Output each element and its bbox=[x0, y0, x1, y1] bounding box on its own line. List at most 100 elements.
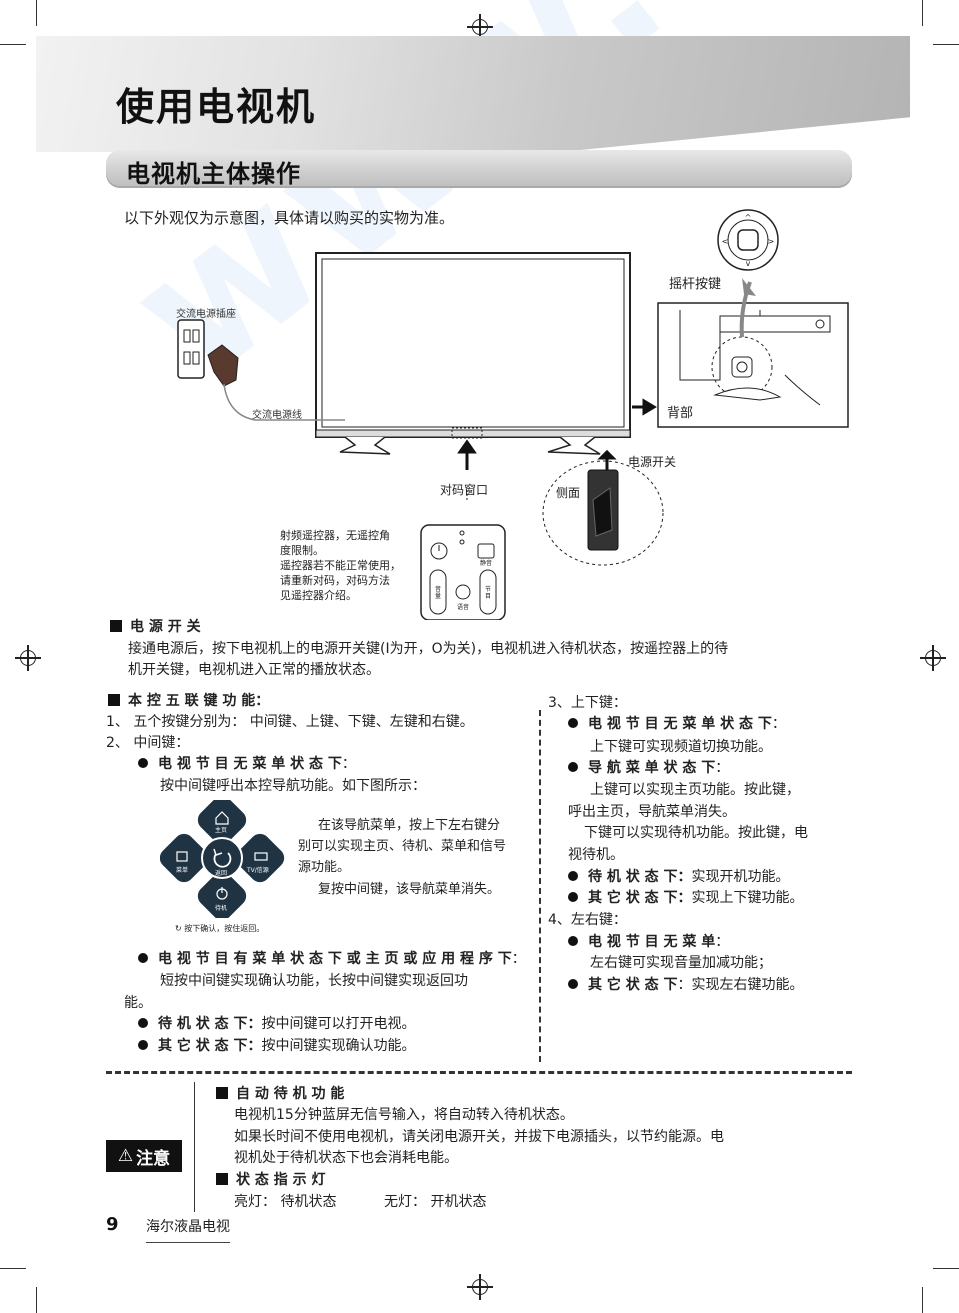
r-no-menu-row: 电 视 节 目 无 菜 单 状 态 下： bbox=[568, 713, 786, 733]
auto-standby-heading: 自 动 待 机 功 能 bbox=[216, 1083, 344, 1103]
has-menu-text-1: 短按中间键实现确认功能，长按中间键实现返回功 bbox=[160, 973, 468, 989]
nav-label-back: 返回 bbox=[215, 870, 228, 877]
menu-icon bbox=[176, 851, 188, 862]
remote-vol-label: 音量 bbox=[435, 586, 442, 600]
standby-row: 待 机 状 态 下：按中间键可以打开电视。 bbox=[138, 1013, 416, 1033]
nav-down-1: 下键可以实现待机功能。按此键，电 bbox=[584, 825, 808, 841]
bullet-icon bbox=[568, 979, 578, 989]
remote-vol-rocker bbox=[429, 569, 447, 615]
power-heading: 电 源 开 关 bbox=[110, 616, 201, 636]
nav-down-2: 视待机。 bbox=[568, 847, 624, 863]
nav-desc-2: 别可以实现主页、待机、菜单和信号 bbox=[298, 839, 507, 854]
label-pairing-window: 对码窗口 bbox=[440, 483, 489, 497]
joystick-zoom-ring bbox=[711, 336, 773, 398]
return-icon: ↻ bbox=[175, 924, 182, 933]
arrow-right-icon bbox=[632, 398, 657, 416]
bullet-icon bbox=[138, 953, 148, 963]
nav-menu-key bbox=[160, 833, 209, 883]
no-menu-text: 按中间键呼出本控导航功能。如下图所示： bbox=[160, 778, 426, 794]
section-bar bbox=[106, 150, 852, 188]
nav-back-key bbox=[201, 837, 243, 879]
tv-screen bbox=[321, 258, 625, 428]
nav-label-tv: TV/信源 bbox=[247, 867, 269, 874]
label-power-socket: 交流电源插座 bbox=[176, 309, 236, 320]
remote-mute-label: 静音 bbox=[480, 560, 493, 567]
bullet-icon bbox=[568, 892, 578, 902]
remote-ch-rocker bbox=[479, 569, 497, 615]
bullet-icon bbox=[138, 758, 148, 768]
page-title: 使用电视机 bbox=[116, 85, 317, 129]
arrow-down-icon bbox=[597, 449, 617, 470]
square-bullet-icon bbox=[110, 620, 122, 632]
no-menu-row: 电 视 节 目 无 菜 单 状 态 下： bbox=[138, 753, 356, 773]
remote-voice-label: 语音 bbox=[457, 604, 470, 611]
auto-line-1: 电视机15分钟蓝屏无信号输入，将自动转入待机状态。 bbox=[234, 1107, 574, 1123]
r-no-menu-text: 上下键可实现频道切换功能。 bbox=[590, 739, 772, 755]
label-power-switch: 电源开关 bbox=[628, 455, 677, 469]
nav-desc-4: 复按中间键，该导航菜单消失。 bbox=[318, 882, 501, 897]
nav-hint: ↻ 按下确认，按住返回。 bbox=[175, 924, 265, 933]
registration-mark-top bbox=[467, 14, 493, 40]
auto-line-3: 视机处于待机状态下也会消耗电能。 bbox=[234, 1150, 458, 1166]
label-joystick: 摇杆按键 bbox=[669, 277, 722, 292]
remote-voice-button bbox=[455, 584, 471, 600]
has-menu-row: 电 视 节 目 有 菜 单 状 态 下 或 主 页 或 应 用 程 序 下： bbox=[138, 948, 526, 968]
svg-text:^: ^ bbox=[745, 213, 752, 222]
section-title: 电视机主体操作 bbox=[126, 160, 301, 188]
nav-tv-key bbox=[235, 833, 285, 883]
square-bullet-icon bbox=[216, 1173, 228, 1185]
power-socket-icon bbox=[177, 319, 205, 379]
nav-label-standby: 待机 bbox=[215, 905, 228, 912]
bullet-icon bbox=[138, 1018, 148, 1028]
nav-state-row: 导 航 菜 单 状 态 下： bbox=[568, 757, 729, 777]
tv-stand-right bbox=[547, 436, 601, 455]
bullet-icon bbox=[568, 936, 578, 946]
label-back: 背部 bbox=[667, 406, 694, 421]
remote-mute-button bbox=[477, 543, 495, 559]
indicator-on: 亮灯： 待机状态 bbox=[234, 1194, 337, 1210]
other-row: 其 它 状 态 下：按中间键实现确认功能。 bbox=[138, 1035, 416, 1055]
lr-no-menu-row: 电 视 节 目 无 菜 单： bbox=[568, 931, 729, 951]
square-bullet-icon bbox=[216, 1087, 228, 1099]
arrow-up-icon bbox=[457, 439, 477, 470]
nav-up-2: 呼出主页，导航菜单消失。 bbox=[568, 804, 736, 820]
nav-label-menu: 菜单 bbox=[176, 867, 189, 874]
auto-line-2: 如果长时间不使用电视机，请关闭电源开关，并拔下电源插头，以节约能源。电 bbox=[234, 1129, 724, 1145]
column-divider bbox=[539, 710, 541, 1062]
item3: 3、上下键： bbox=[548, 695, 627, 711]
registration-mark-bottom bbox=[467, 1274, 493, 1300]
warning-icon: ⚠ bbox=[117, 1146, 134, 1166]
label-power-cord: 交流电源线 bbox=[252, 410, 302, 421]
five-key-item2: 2、 中间键： bbox=[106, 735, 190, 751]
bullet-icon bbox=[568, 871, 578, 881]
home-icon bbox=[215, 811, 229, 825]
nav-pad-diagram bbox=[160, 800, 285, 918]
nav-standby-key bbox=[197, 871, 247, 918]
bullet-icon bbox=[138, 1040, 148, 1050]
page-number: 9 bbox=[106, 1214, 119, 1235]
indicator-off: 无灯： 开机状态 bbox=[384, 1194, 487, 1210]
nav-desc-3: 源功能。 bbox=[298, 860, 351, 875]
power-cord-line bbox=[223, 383, 345, 421]
brand-name: 海尔液晶电视 bbox=[146, 1216, 230, 1243]
svg-text:v: v bbox=[746, 259, 751, 268]
nav-up-1: 上键可以实现主页功能。按此键， bbox=[590, 782, 800, 798]
square-bullet-icon bbox=[108, 694, 120, 706]
registration-mark-left bbox=[15, 645, 41, 671]
label-side: 侧面 bbox=[556, 486, 581, 500]
nav-desc-1: 在该导航菜单，按上下左右键分 bbox=[318, 818, 501, 833]
remote-power-icon bbox=[430, 542, 448, 560]
remote-note: 射频遥控器，无遥控角 度限制。 遥控器若不能正常使用， 请重新对码，对码方法 见… bbox=[280, 529, 401, 602]
tv-stand-left bbox=[339, 436, 391, 455]
nav-label-home: 主页 bbox=[215, 827, 228, 834]
tv-illustration: ^ v < > bbox=[177, 209, 849, 620]
lr-no-menu-text: 左右键可实现音量加减功能； bbox=[590, 955, 772, 971]
item4: 4、左右键： bbox=[548, 912, 627, 928]
bullet-icon bbox=[568, 718, 578, 728]
lr-other-row: 其 它 状 态 下：实现左右键功能。 bbox=[568, 974, 804, 994]
tv-source-icon bbox=[254, 852, 268, 861]
indicator-heading: 状 态 指 示 灯 bbox=[216, 1169, 326, 1189]
has-menu-text-2: 能。 bbox=[124, 995, 152, 1011]
notice-vline bbox=[194, 1082, 195, 1212]
five-key-heading: 本 控 五 联 键 功 能： bbox=[108, 690, 269, 710]
